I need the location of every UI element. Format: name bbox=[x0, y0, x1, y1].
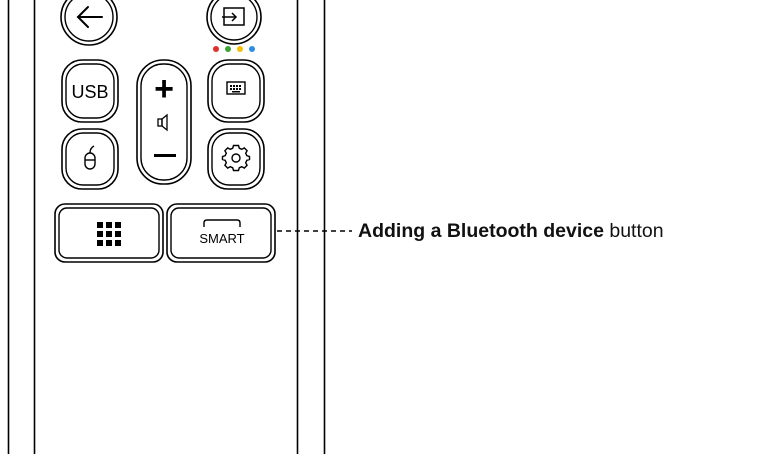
apps-button[interactable] bbox=[54, 203, 164, 263]
callout-bold-text: Adding a Bluetooth device bbox=[358, 220, 604, 242]
input-button[interactable] bbox=[206, 0, 262, 45]
input-source-icon bbox=[222, 7, 245, 26]
smart-button[interactable]: SMART bbox=[166, 203, 276, 263]
callout-normal-text: button bbox=[603, 220, 664, 242]
usb-label: USB bbox=[71, 82, 108, 102]
mouse-button[interactable] bbox=[61, 128, 119, 190]
back-button[interactable] bbox=[60, 0, 118, 46]
keyboard-icon bbox=[226, 81, 246, 95]
smart-label: SMART bbox=[199, 231, 244, 246]
gear-icon bbox=[221, 144, 251, 172]
grid-dots-icon bbox=[97, 222, 121, 246]
callout-label: Adding a Bluetooth device button bbox=[358, 219, 664, 243]
arrow-left-icon bbox=[76, 6, 103, 28]
color-key-dots bbox=[213, 46, 255, 52]
volume-down-button[interactable] bbox=[154, 154, 176, 157]
mouse-icon bbox=[84, 145, 96, 170]
keyboard-button[interactable] bbox=[207, 59, 265, 123]
volume-up-button[interactable]: + bbox=[154, 70, 174, 108]
volume-rocker[interactable]: + bbox=[136, 59, 192, 185]
settings-button[interactable] bbox=[207, 128, 265, 190]
usb-button[interactable]: USB bbox=[61, 59, 119, 123]
remote-body bbox=[7, 0, 326, 454]
speaker-icon bbox=[157, 113, 168, 132]
smart-arc-icon bbox=[203, 219, 241, 227]
